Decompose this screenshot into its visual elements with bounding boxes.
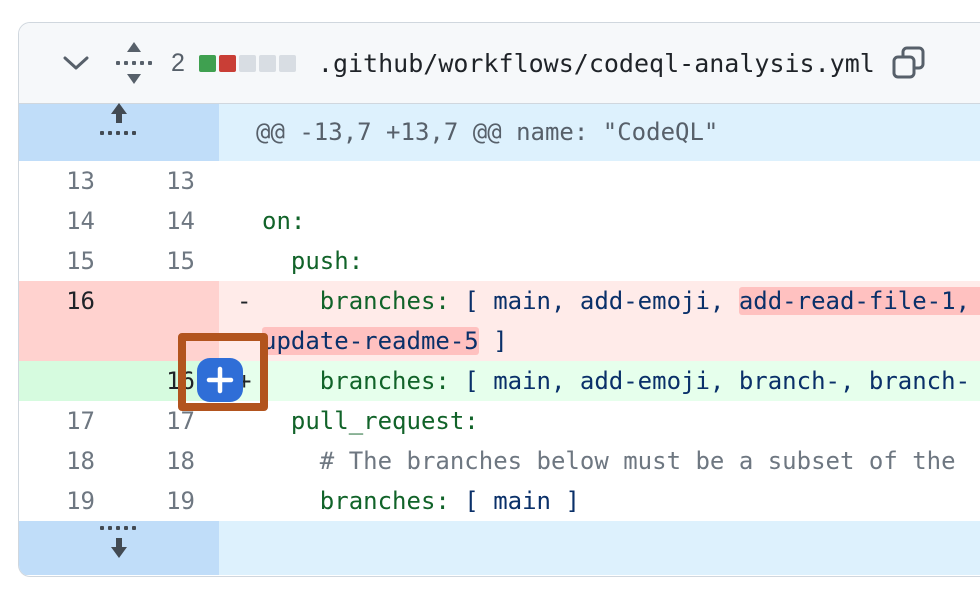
diff-marker xyxy=(237,481,262,521)
old-line-number: 15 xyxy=(19,241,119,281)
code-segment xyxy=(262,487,320,515)
diffstat-deleted-square xyxy=(218,54,236,72)
code-segment: [ main, add-emoji, branch-, branch- xyxy=(449,367,971,395)
code-line: + branches: [ main, add-emoji, branch-, … xyxy=(219,361,980,401)
new-line-number: 13 xyxy=(119,161,219,201)
new-line-number xyxy=(119,321,219,361)
code-segment: pull_request: xyxy=(262,407,479,435)
expand-up-button[interactable] xyxy=(19,103,219,162)
code-line: - branches: [ main, add-emoji, add-read-… xyxy=(219,281,980,321)
code-segment: [ main ] xyxy=(449,487,580,515)
added-line-row: 16+ branches: [ main, add-emoji, branch-… xyxy=(19,361,980,401)
diff-marker xyxy=(237,201,262,241)
code-line: update-readme-5 ] xyxy=(219,321,980,361)
code-segment: add-read-file-1, xyxy=(738,287,980,315)
code-segment: push: xyxy=(262,247,364,275)
old-line-number xyxy=(19,361,119,401)
old-line-number: 19 xyxy=(19,481,119,521)
code-line: # The branches below must be a subset of… xyxy=(219,441,980,481)
new-line-number xyxy=(119,281,219,321)
hunk-header-text xyxy=(219,521,980,575)
expand-down-icon xyxy=(99,520,139,577)
add-comment-button[interactable] xyxy=(197,358,243,402)
new-line-number: 18 xyxy=(119,441,219,481)
code-line: branches: [ main ] xyxy=(219,481,980,521)
old-line-number: 13 xyxy=(19,161,119,201)
file-header: 2 .github/workflows/codeql-analysis.yml xyxy=(19,23,980,104)
new-line-number: 15 xyxy=(119,241,219,281)
copy-icon[interactable] xyxy=(889,45,929,81)
code-segment: # The branches below must be a subset of… xyxy=(262,447,956,475)
code-line: push: xyxy=(219,241,980,281)
code-segment xyxy=(262,367,320,395)
code-segment: branches: xyxy=(319,367,450,395)
chevron-down-icon[interactable] xyxy=(59,55,93,71)
code-segment xyxy=(262,287,320,315)
file-name[interactable]: .github/workflows/codeql-analysis.yml xyxy=(317,48,875,78)
code-line: on: xyxy=(219,201,980,241)
unfold-icon[interactable] xyxy=(113,41,155,85)
hunk-header-row: @@ -13,7 +13,7 @@ name: "CodeQL" xyxy=(19,103,980,162)
code-line: pull_request: xyxy=(219,401,980,441)
new-line-number: 17 xyxy=(119,401,219,441)
code-segment: update-readme-5 xyxy=(262,327,479,355)
diff-marker xyxy=(237,321,262,361)
diffstat-squares xyxy=(198,54,296,72)
diffstat-neutral-square xyxy=(278,54,296,72)
code-segment: branches: xyxy=(319,287,450,315)
old-line-number xyxy=(19,321,119,361)
old-line-number: 17 xyxy=(19,401,119,441)
old-line-number: 14 xyxy=(19,201,119,241)
old-line-number: 16 xyxy=(19,281,119,321)
old-line-number: 18 xyxy=(19,441,119,481)
expand-down-row xyxy=(19,521,980,575)
code-segment: on: xyxy=(262,207,306,235)
code-segment: [ main, add-emoji, xyxy=(449,287,739,315)
code-segment: ] xyxy=(478,327,508,355)
new-line-number: 19 xyxy=(119,481,219,521)
diff-file-card: 2 .github/workflows/codeql-analysis.yml … xyxy=(18,22,980,577)
expand-up-icon xyxy=(99,103,139,162)
diff-marker: - xyxy=(237,287,252,315)
plus-icon xyxy=(206,366,234,394)
new-line-number: 14 xyxy=(119,201,219,241)
hunk-header-text: @@ -13,7 +13,7 @@ name: "CodeQL" xyxy=(219,104,980,161)
diff-marker xyxy=(237,241,262,281)
diffstat-neutral-square xyxy=(238,54,256,72)
changes-count: 2 xyxy=(171,48,185,77)
diffstat-neutral-square xyxy=(258,54,276,72)
code-line xyxy=(219,161,980,201)
diff-marker xyxy=(237,161,262,201)
diffstat-added-square xyxy=(198,54,216,72)
diff-marker xyxy=(237,441,262,481)
diff-marker xyxy=(237,401,262,441)
code-segment: branches: xyxy=(319,487,450,515)
deleted-line-row: 16 - branches: [ main, add-emoji, add-rea… xyxy=(19,281,980,321)
expand-down-button[interactable] xyxy=(19,521,219,575)
deleted-line-row: update-readme-5 ] xyxy=(19,321,980,361)
